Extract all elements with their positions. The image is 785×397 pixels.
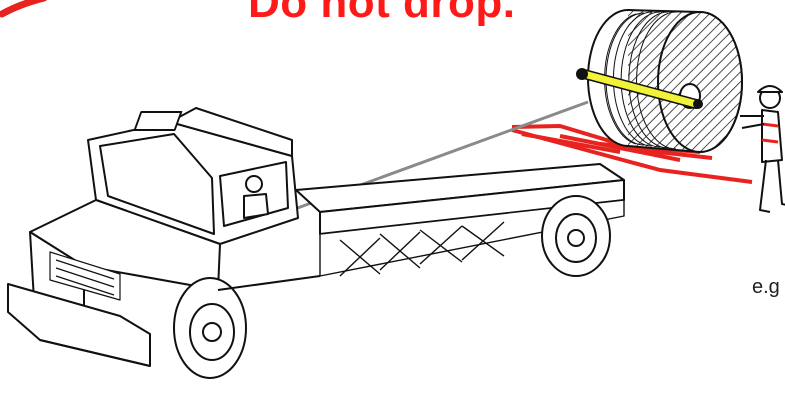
warning-arrow-icon — [2, 0, 44, 14]
warning-title: Do not drop. — [248, 0, 516, 28]
worker-icon — [740, 86, 785, 212]
side-note: e.g — [752, 276, 780, 299]
truck-icon — [8, 108, 624, 378]
